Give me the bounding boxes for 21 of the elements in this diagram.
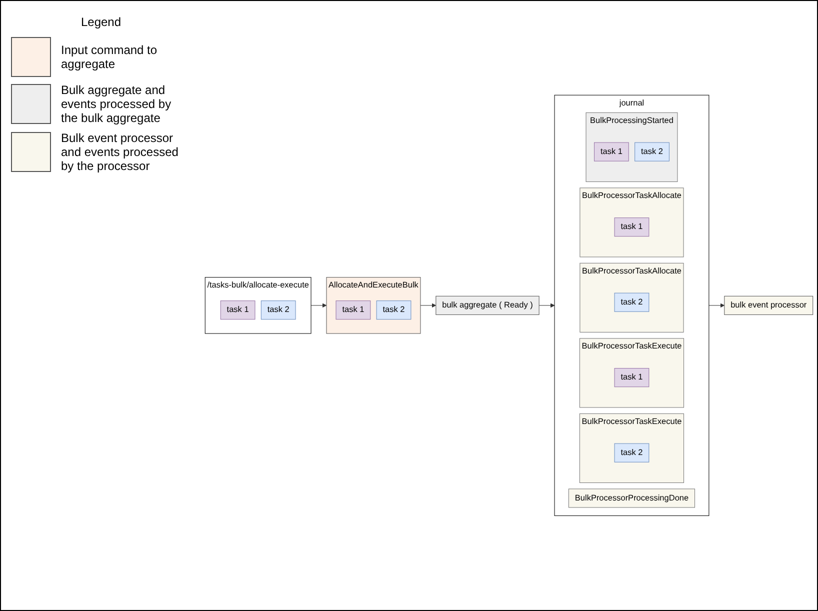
arrow xyxy=(420,303,436,308)
node-box: task 1 xyxy=(220,300,256,320)
node-box: task 2 xyxy=(260,300,296,320)
node-box: task 2 xyxy=(614,443,650,462)
arrow xyxy=(310,303,327,308)
node-box: bulk aggregate ( Ready ) xyxy=(436,296,540,316)
legend-text: Bulk aggregate and events processed by the bulk aggregate xyxy=(61,83,172,125)
node-box: bulk event processor xyxy=(724,296,814,316)
node-box: task 2 xyxy=(634,142,670,162)
node-box: task 1 xyxy=(594,142,629,162)
node-box: task 2 xyxy=(376,300,412,320)
node-box: task 1 xyxy=(614,368,650,388)
node-box: task 2 xyxy=(614,292,650,312)
legend-text: Input command to aggregate xyxy=(61,43,158,71)
legend-text: Bulk event processor and events processed by the processor xyxy=(61,131,180,173)
node-box: BulkProcessorProcessingDone xyxy=(568,488,696,508)
node-box: task 1 xyxy=(336,300,371,320)
legend-title: Legend xyxy=(80,15,122,29)
arrow xyxy=(708,303,725,308)
node-box: task 1 xyxy=(614,218,650,237)
arrow xyxy=(538,303,555,308)
